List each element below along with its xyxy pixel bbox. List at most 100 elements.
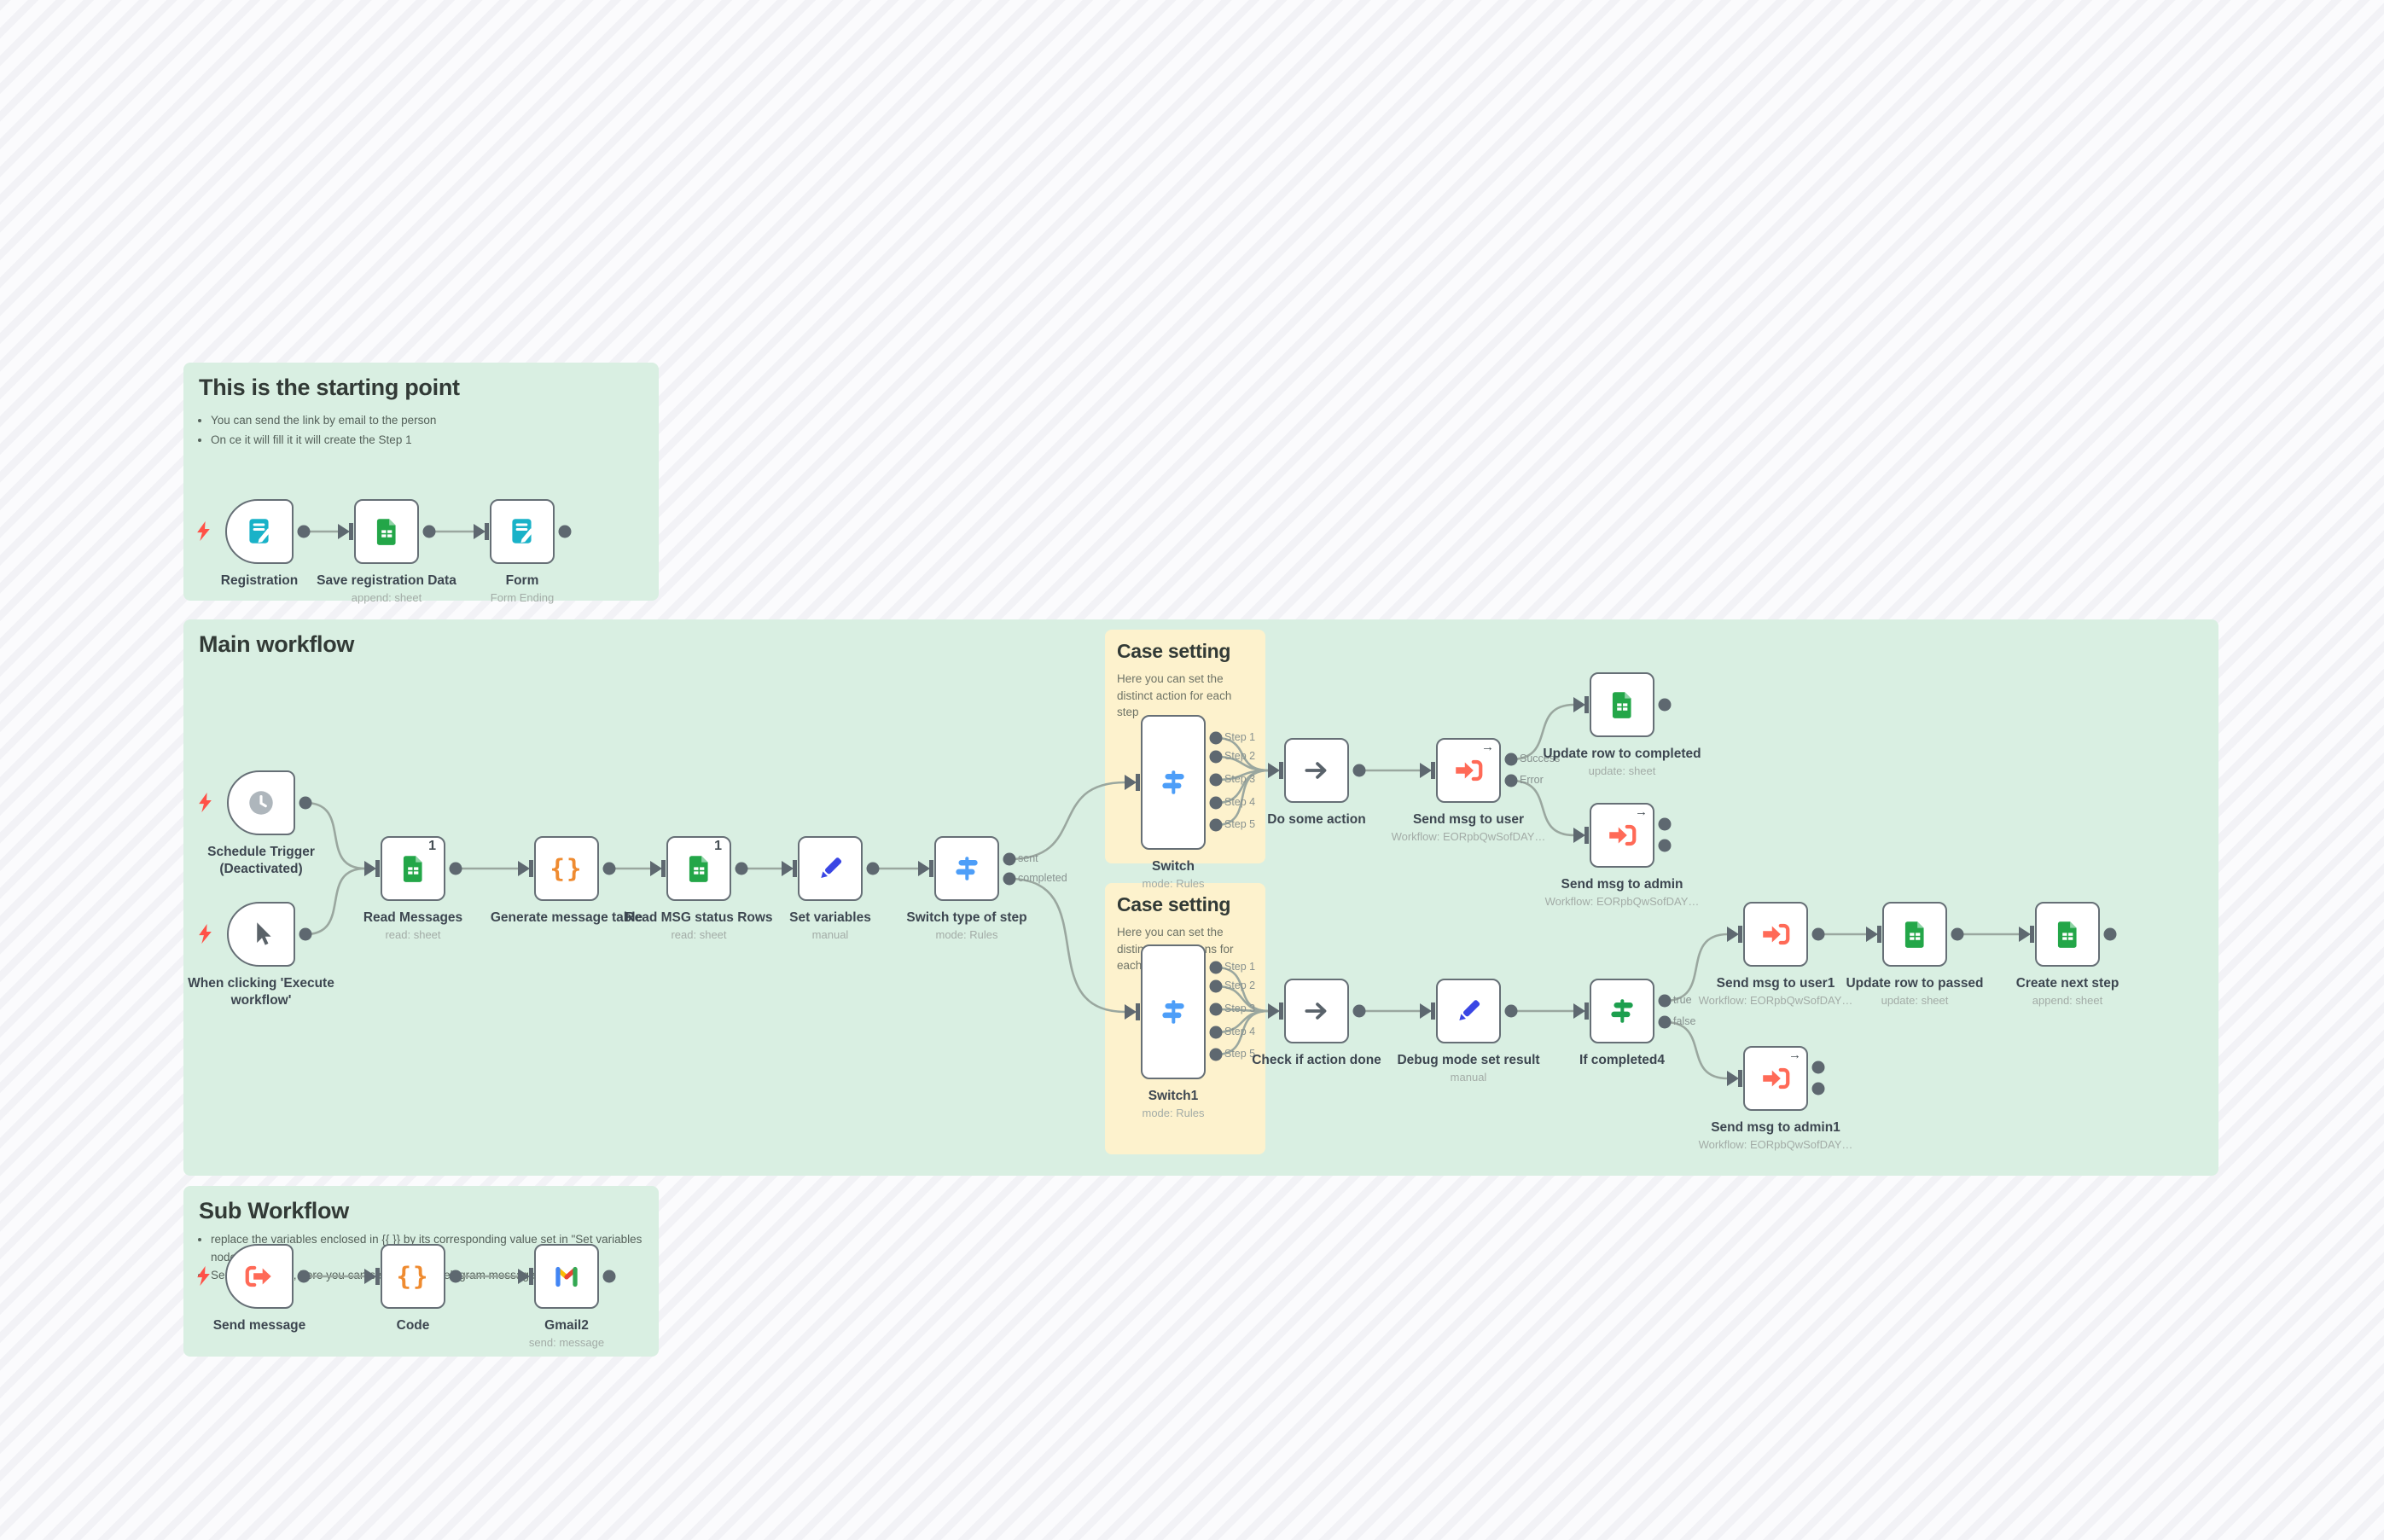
exec-trigger-icon xyxy=(243,1260,276,1293)
node-subtitle-send-msg-to-admin: Workflow: EORpbQwSofDAY… xyxy=(1544,895,1700,908)
node-send-msg-to-admin[interactable]: → xyxy=(1590,803,1654,868)
node-label-send-msg-to-admin1: Send msg to admin1 xyxy=(1711,1120,1840,1135)
node-label-save-registration-data: Save registration Data xyxy=(317,573,456,588)
node-update-row-to-completed[interactable] xyxy=(1590,672,1654,737)
node-switch-type-of-step[interactable] xyxy=(934,836,999,901)
node-if-completed4[interactable] xyxy=(1590,979,1654,1043)
output-port-label: Step 1 xyxy=(1224,731,1256,743)
node-label-send-msg-to-admin: Send msg to admin xyxy=(1561,877,1683,892)
subworkflow-arrow-icon[interactable]: → xyxy=(1635,805,1648,819)
node-label-send-message: Send message xyxy=(212,1318,306,1333)
cursor-icon xyxy=(245,918,277,950)
node-manual-trigger[interactable] xyxy=(227,902,295,967)
sticky-title: Case setting xyxy=(1117,893,1231,915)
node-create-next-step[interactable] xyxy=(2035,902,2100,967)
lightning-bolt-icon xyxy=(195,1265,212,1287)
form-icon xyxy=(506,515,538,548)
node-label-debug-mode-set-result: Debug mode set result xyxy=(1397,1053,1540,1067)
node-read-msg-status-rows[interactable]: 1 xyxy=(666,836,731,901)
node-label-update-row-to-passed: Update row to passed xyxy=(1846,976,1984,991)
exec-icon xyxy=(1759,918,1792,950)
node-label-update-row-to-completed: Update row to completed xyxy=(1543,747,1701,761)
node-subtitle-create-next-step: append: sheet xyxy=(2032,994,2103,1007)
switch-icon xyxy=(951,852,983,885)
output-port-label: Step 2 xyxy=(1224,750,1256,762)
node-label-generate-message-table: Generate message table xyxy=(490,910,643,925)
sticky-title: Main workflow xyxy=(199,631,355,657)
sticky-title: Sub Workflow xyxy=(199,1198,349,1223)
sheets-icon xyxy=(2051,918,2084,950)
sticky-note-starting-point[interactable]: This is the starting point You can send … xyxy=(183,363,659,601)
node-subtitle-read-messages: read: sheet xyxy=(385,928,441,941)
node-label-code: Code xyxy=(396,1318,430,1333)
node-subtitle-send-msg-to-user: Workflow: EORpbQwSofDAY… xyxy=(1391,830,1546,843)
lightning-bolt-icon xyxy=(196,923,214,944)
node-do-some-action[interactable] xyxy=(1284,738,1349,803)
node-subtitle-switch-type-of-step: mode: Rules xyxy=(935,928,998,941)
subworkflow-arrow-icon[interactable]: → xyxy=(1481,740,1494,754)
node-read-messages[interactable]: 1 xyxy=(381,836,445,901)
node-check-if-action-done[interactable] xyxy=(1284,979,1349,1043)
gmail-icon xyxy=(550,1260,583,1293)
output-port-label: Step 2 xyxy=(1224,979,1256,991)
if-icon xyxy=(1606,995,1638,1027)
node-send-msg-to-admin1[interactable]: → xyxy=(1743,1046,1808,1111)
sheets-icon xyxy=(1898,918,1931,950)
lightning-bolt-icon xyxy=(196,792,214,813)
node-subtitle-switch1: mode: Rules xyxy=(1142,1107,1205,1119)
sticky-title: Case setting xyxy=(1117,640,1231,662)
node-debug-mode-set-result[interactable] xyxy=(1436,979,1501,1043)
output-port-label: Step 1 xyxy=(1224,961,1256,973)
node-subtitle-switch: mode: Rules xyxy=(1142,877,1205,890)
output-port-label: completed xyxy=(1018,872,1067,884)
code-icon: {} xyxy=(396,1262,430,1291)
node-label-form: Form xyxy=(505,573,539,588)
node-set-variables[interactable] xyxy=(798,836,863,901)
output-port-label: Step 3 xyxy=(1224,773,1256,785)
output-port-label: false xyxy=(1673,1015,1696,1027)
sheets-icon xyxy=(370,515,403,548)
noop-icon xyxy=(1300,995,1333,1027)
subworkflow-arrow-icon[interactable]: → xyxy=(1788,1048,1801,1062)
output-port-label: Step 3 xyxy=(1224,1002,1256,1014)
node-gmail2[interactable] xyxy=(534,1244,599,1309)
sheets-icon xyxy=(397,852,429,885)
sticky-bullet: You can send the link by email to the pe… xyxy=(211,411,645,431)
node-label-switch: Switch xyxy=(1152,859,1195,874)
node-label-gmail2: Gmail2 xyxy=(544,1318,589,1333)
node-label-create-next-step: Create next step xyxy=(2015,976,2119,991)
lightning-bolt-icon xyxy=(195,520,212,542)
sticky-bullet: On ce it will fill it it will create the… xyxy=(211,431,645,450)
node-send-message[interactable] xyxy=(225,1244,294,1309)
node-subtitle-update-row-to-completed: update: sheet xyxy=(1588,764,1656,777)
node-label-set-variables: Set variables xyxy=(789,910,871,925)
node-label-if-completed4: If completed4 xyxy=(1579,1053,1665,1067)
node-subtitle-form: Form Ending xyxy=(490,591,555,604)
sticky-bullet-list: You can send the link by email to the pe… xyxy=(197,411,659,450)
node-switch1[interactable] xyxy=(1141,944,1206,1079)
node-label-schedule-trigger: Schedule Trigger (Deactivated) xyxy=(207,845,315,877)
node-form[interactable] xyxy=(490,499,555,564)
sticky-title: This is the starting point xyxy=(199,375,460,400)
code-icon: {} xyxy=(549,854,584,883)
node-label-send-msg-to-user: Send msg to user xyxy=(1412,812,1525,827)
exec-icon xyxy=(1759,1062,1792,1095)
switch-icon xyxy=(1157,766,1189,799)
node-send-msg-to-user1[interactable] xyxy=(1743,902,1808,967)
node-code[interactable]: {} xyxy=(381,1244,445,1309)
node-update-row-to-passed[interactable] xyxy=(1882,902,1947,967)
form-icon xyxy=(243,515,276,548)
sheets-icon xyxy=(683,852,715,885)
node-generate-message-table[interactable]: {} xyxy=(534,836,599,901)
node-schedule-trigger[interactable] xyxy=(227,770,295,835)
node-send-msg-to-user[interactable]: → xyxy=(1436,738,1501,803)
node-label-switch-type-of-step: Switch type of step xyxy=(906,910,1027,925)
switch-icon xyxy=(1157,996,1189,1028)
node-subtitle-send-msg-to-admin1: Workflow: EORpbQwSofDAY… xyxy=(1698,1138,1853,1151)
items-count-badge: 1 xyxy=(428,839,436,853)
node-switch[interactable] xyxy=(1141,715,1206,850)
node-save-registration-data[interactable] xyxy=(354,499,419,564)
node-registration[interactable] xyxy=(225,499,294,564)
node-label-check-if-action-done: Check if action done xyxy=(1252,1053,1381,1067)
